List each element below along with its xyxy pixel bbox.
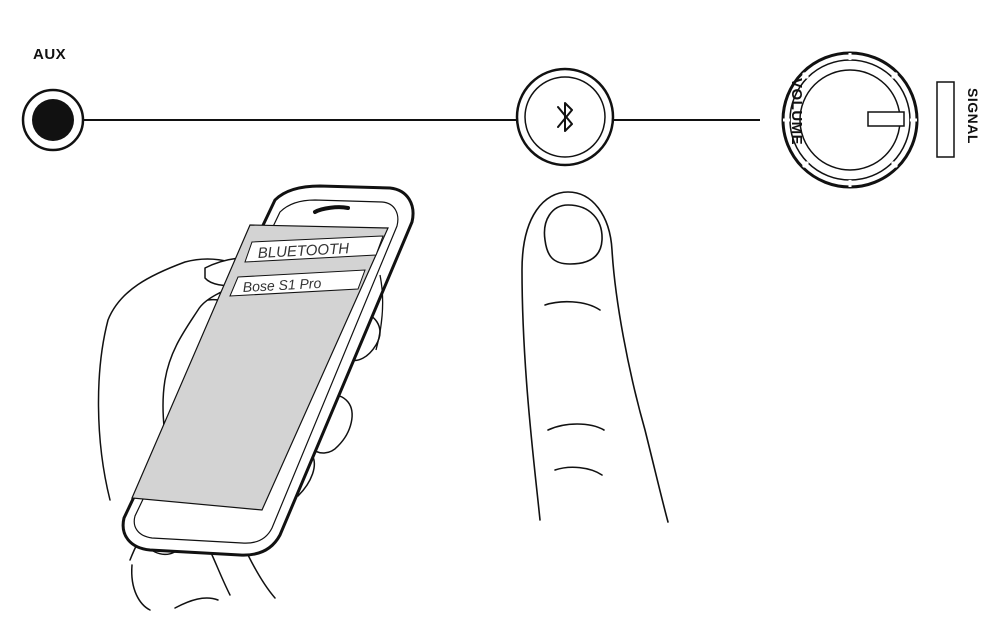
phone-screen [131,224,389,511]
smartphone [121,184,415,557]
bluetooth-icon [557,102,573,132]
volume-knob[interactable] [781,51,919,189]
aux-label: AUX [33,46,67,63]
signal-indicator [936,81,955,158]
phone-menu-title[interactable]: BLUETOOTH [257,240,349,262]
aux-jack-icon[interactable] [21,88,85,152]
volume-label: VOLUME [788,78,805,146]
phone-device-item[interactable]: Bose S1 Pro [242,275,322,295]
bluetooth-menu-bar [244,235,384,263]
signal-label: SIGNAL [965,88,981,144]
volume-indicator [867,111,905,127]
bluetooth-button[interactable] [515,67,615,167]
finger-illustration [521,191,669,523]
device-list-item [229,269,366,297]
